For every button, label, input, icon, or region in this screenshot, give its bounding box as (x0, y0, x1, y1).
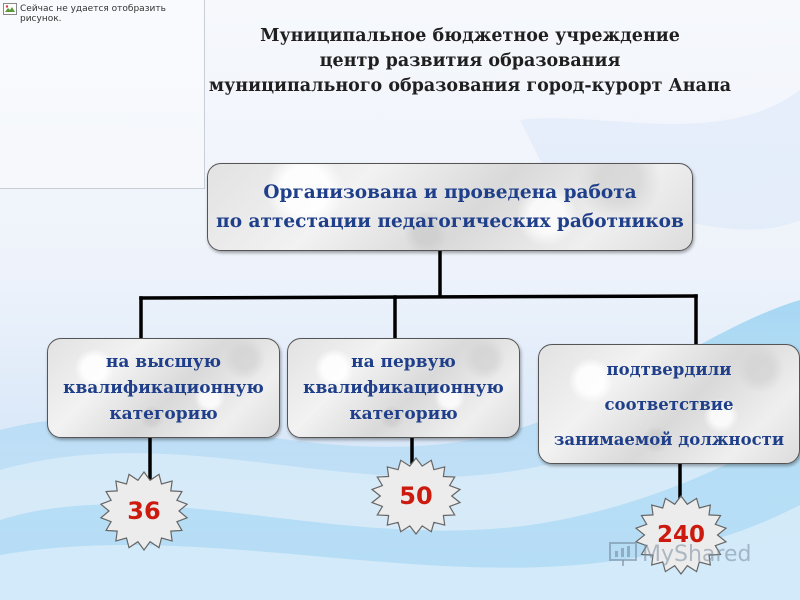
watermark: MyShared (608, 538, 751, 570)
presentation-icon (609, 542, 637, 566)
starburst-shape (634, 495, 728, 575)
category-box-line: категорию (109, 404, 218, 424)
category-box-line: подтвердили (606, 359, 732, 379)
count-burst-first: 50 (369, 456, 463, 536)
broken-image-text: Сейчас не удается отобразить рисунок. (20, 4, 166, 24)
category-box-line: квалификационную (303, 378, 504, 398)
main-box-line-1: Организована и проведена работа (263, 182, 637, 203)
title-line-3: муниципального образования город-курорт … (208, 76, 732, 96)
count-value-highest: 36 (127, 497, 161, 525)
main-box: Организована и проведена работа по аттес… (207, 163, 693, 251)
title-line-2: центр развития образования (319, 51, 621, 71)
broken-image-placeholder: Сейчас не удается отобразить рисунок. (0, 0, 205, 189)
category-box-position: подтвердили соответствие занимаемой долж… (538, 344, 800, 464)
broken-image-icon (3, 3, 17, 15)
connector-horizontal (139, 294, 698, 300)
starburst-icon (99, 470, 189, 552)
category-box-line: занимаемой должности (553, 429, 785, 449)
watermark-text: MyShared (642, 541, 752, 567)
count-burst-position: 240 (633, 494, 729, 576)
count-value-position: 240 (656, 522, 705, 548)
category-box-highest: на высшую квалификационную категорию (47, 338, 280, 438)
count-burst-highest: 36 (98, 470, 190, 552)
category-box-line: на первую (351, 352, 456, 372)
category-box-line: соответствие (604, 394, 734, 414)
main-box-line-2: по аттестации педагогических работников (216, 211, 684, 232)
starburst-shape (99, 470, 189, 552)
category-box-line: категорию (349, 404, 458, 424)
starburst-icon (634, 495, 728, 575)
starburst-icon (370, 457, 462, 535)
category-box-line: квалификационную (63, 378, 264, 398)
starburst-shape (370, 457, 462, 535)
category-box-line: на высшую (105, 352, 222, 372)
category-box-first: на первую квалификационную категорию (287, 338, 520, 438)
count-value-first: 50 (399, 482, 433, 510)
title-line-1: Муниципальное бюджетное учреждение (260, 26, 680, 46)
page-title: Муниципальное бюджетное учреждение центр… (170, 24, 770, 99)
